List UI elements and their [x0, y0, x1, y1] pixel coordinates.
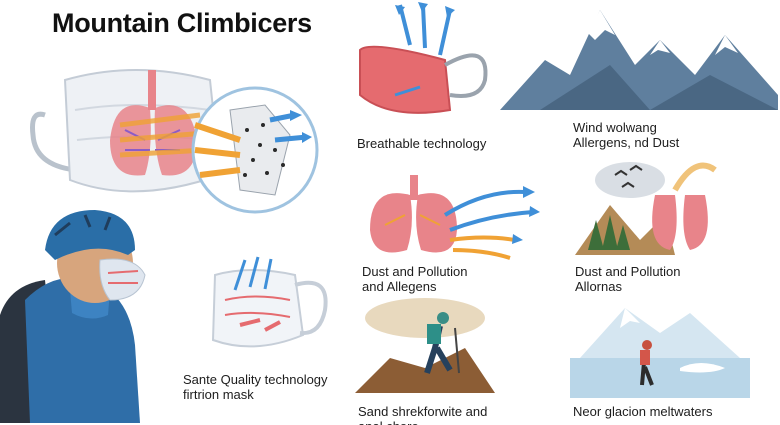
caption-dust-left: Dust and Pollution and Allegens: [362, 264, 468, 294]
caption-dust-right: Dust and Pollution Allornas: [575, 264, 681, 294]
caption-filtration: Sante Quality technology firtrion mask: [183, 372, 328, 402]
forest-lungs-icon: [575, 162, 717, 255]
pink-mask-icon: [359, 2, 488, 114]
climber-portrait-icon: [0, 210, 146, 423]
page-title: Mountain Climbicers: [52, 8, 312, 38]
caption-sand: Sand shrekforwite and anal chore: [358, 404, 488, 425]
caption-wind: Wind wolwang Allergens, nd Dust: [573, 120, 680, 150]
lungs-pollution-icon: [370, 175, 540, 260]
white-mask-icon: [211, 256, 328, 348]
mountain-range-icon: [500, 10, 778, 110]
glacier-hiker-icon: [570, 308, 750, 398]
sand-hiker-icon: [355, 298, 495, 393]
caption-glacier: Neor glacion meltwaters: [573, 404, 713, 419]
caption-breathable: Breathable technology: [357, 136, 487, 151]
face-mask-filter-icon: [30, 69, 319, 214]
